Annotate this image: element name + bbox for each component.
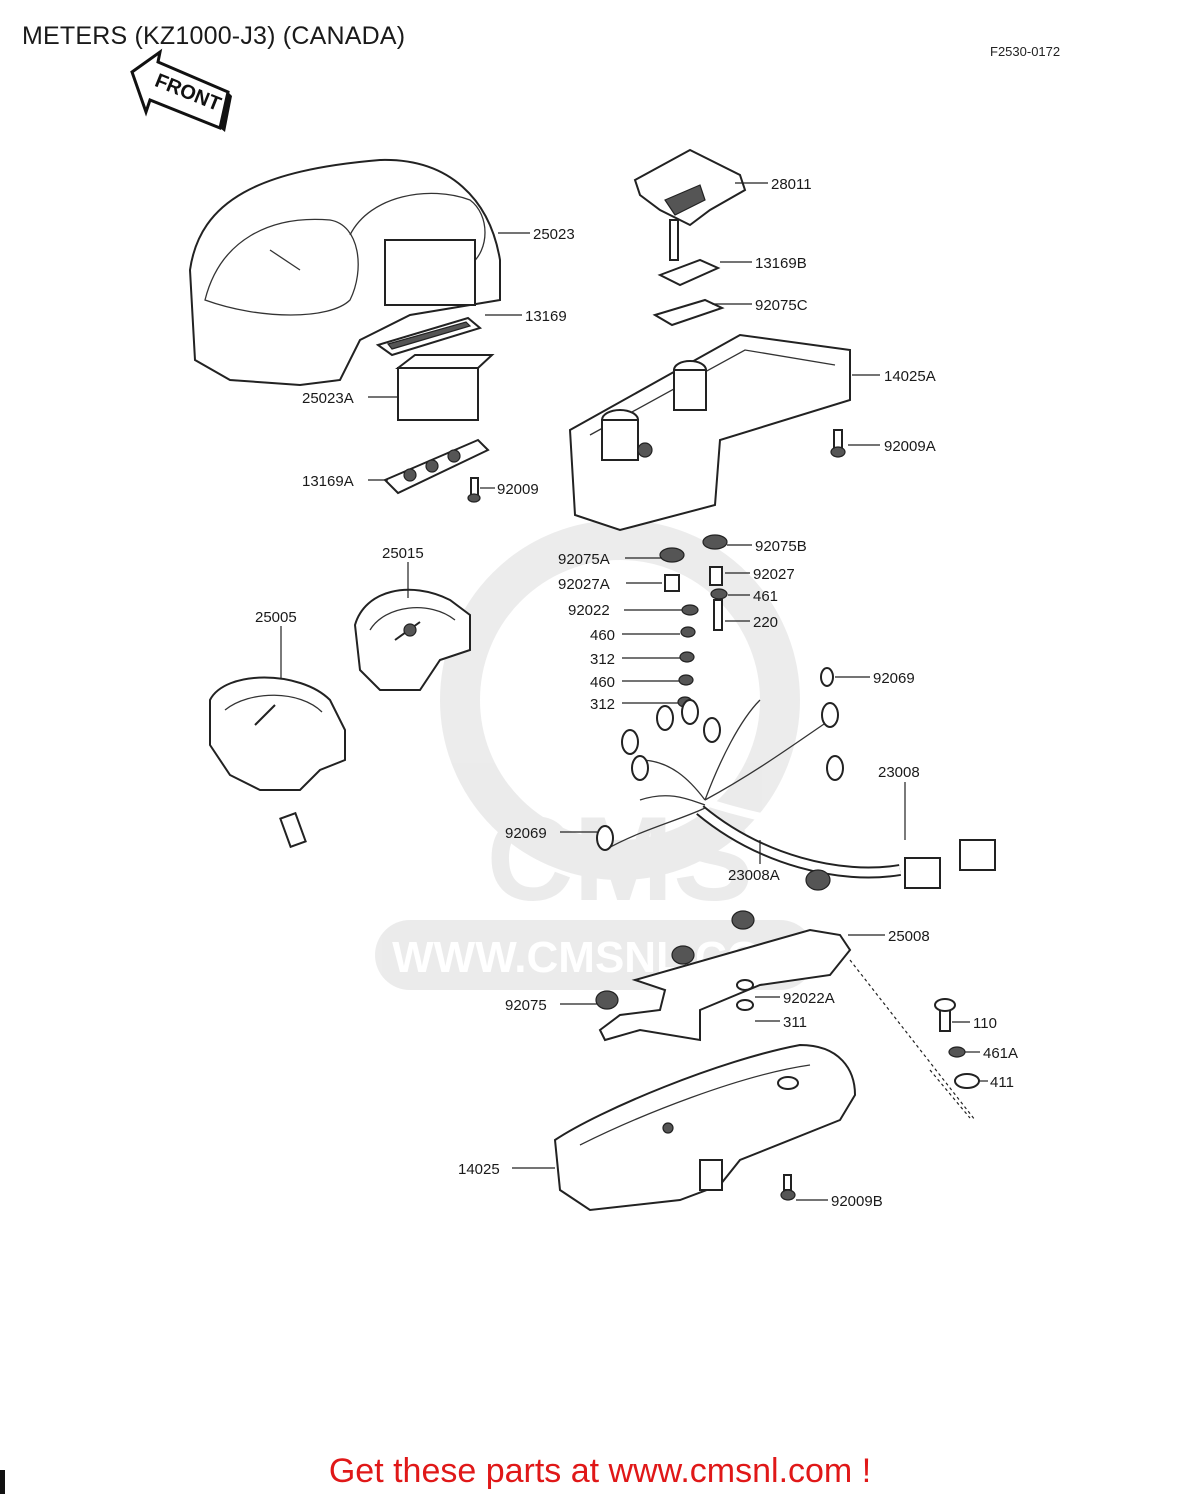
part-label: 110 xyxy=(973,1015,997,1032)
part-label: 13169A xyxy=(302,473,354,490)
indicator-plate-icon xyxy=(375,316,495,421)
part-label: 460 xyxy=(590,674,615,691)
part-label: 92075A xyxy=(558,551,610,568)
part-label: 220 xyxy=(753,614,778,631)
part-label: 92022 xyxy=(568,602,610,619)
part-label: 14025A xyxy=(884,368,936,385)
page-title: METERS (KZ1000-J3) (CANADA) xyxy=(22,22,406,50)
part-label: 92069 xyxy=(505,825,547,842)
part-label: 92075C xyxy=(755,297,808,314)
front-arrow-icon: FRONT xyxy=(130,48,232,132)
part-label: 13169B xyxy=(755,255,807,272)
part-label: 23008 xyxy=(878,764,920,781)
tachometer-icon xyxy=(353,588,471,691)
part-label: 461 xyxy=(753,588,778,605)
part-label: 25005 xyxy=(255,609,297,626)
meter-housing-icon xyxy=(188,158,501,387)
part-label: 461A xyxy=(983,1045,1018,1062)
leader-lines xyxy=(280,182,988,1201)
part-label: 92009 xyxy=(497,481,539,498)
part-label: 92022A xyxy=(783,990,835,1007)
part-labels: 28011 25023 13169B 92075C 13169 14025A 2… xyxy=(255,176,1018,1210)
footer-cta-link[interactable]: Get these parts at www.cmsnl.com ! xyxy=(328,1452,872,1490)
part-label: 25008 xyxy=(888,928,930,945)
diagram-code: F2530-0172 xyxy=(990,44,1061,59)
part-label: 28011 xyxy=(771,176,812,193)
part-label: 92069 xyxy=(873,670,915,687)
part-label: 23008A xyxy=(728,867,780,884)
part-label: 92009A xyxy=(884,438,936,455)
meter-bracket-icon xyxy=(595,869,852,1042)
bulb-holder-icon xyxy=(383,438,490,495)
part-label: 312 xyxy=(590,651,615,668)
part-label: 92075B xyxy=(755,538,807,555)
part-label: 460 xyxy=(590,627,615,644)
part-label: 13169 xyxy=(525,308,567,325)
part-label: 92075 xyxy=(505,997,547,1014)
part-label: 312 xyxy=(590,696,615,713)
part-label: 14025 xyxy=(458,1161,500,1178)
watermark-logo: CMS xyxy=(487,792,754,926)
speedometer-icon xyxy=(209,676,346,849)
part-label: 92027A xyxy=(558,576,610,593)
fasteners-icon xyxy=(467,429,980,1201)
part-label: 92009B xyxy=(831,1193,883,1210)
edge-mark xyxy=(0,1470,5,1494)
part-label: 25015 xyxy=(382,545,424,562)
part-label: 25023 xyxy=(533,226,575,243)
part-label: 25023A xyxy=(302,390,354,407)
upper-case-icon xyxy=(568,333,851,532)
lower-cover-icon xyxy=(553,1043,857,1212)
part-label: 92027 xyxy=(753,566,795,583)
switch-bracket-icon xyxy=(633,148,747,327)
part-label: 311 xyxy=(783,1014,807,1031)
part-label: 411 xyxy=(990,1074,1014,1091)
wiring-harness-icon xyxy=(596,667,996,889)
